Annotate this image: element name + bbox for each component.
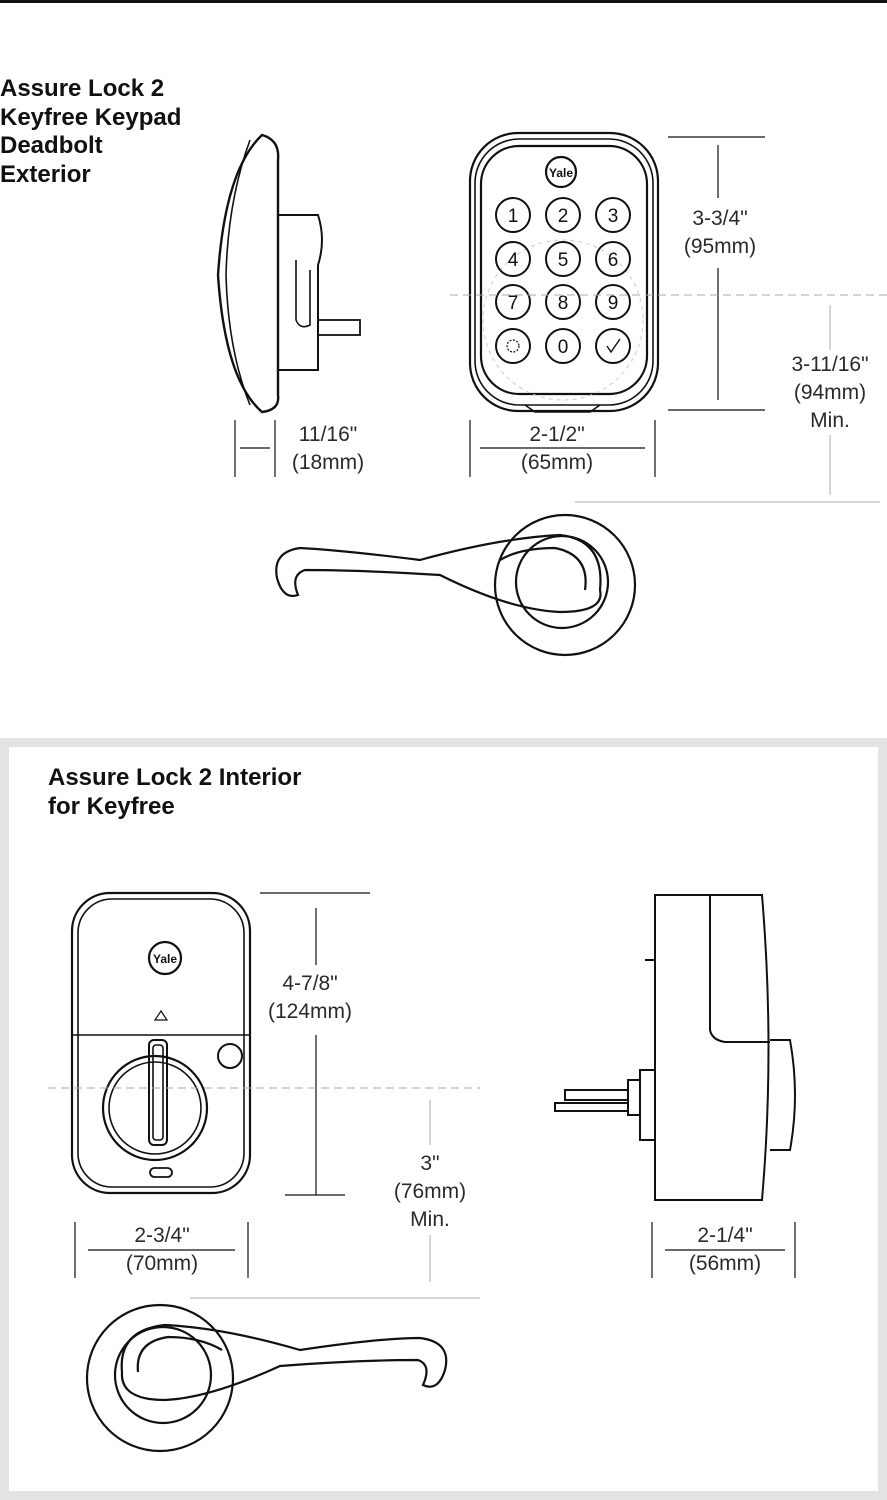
keypad-key-3: 3	[595, 197, 631, 233]
title-line: Exterior	[0, 160, 91, 188]
dim-note: Min.	[410, 1208, 450, 1231]
interior-side-view	[554, 894, 796, 1201]
keypad-key-2: 2	[545, 197, 581, 233]
dim-metric: (18mm)	[291, 451, 365, 474]
ext-width-dim: 2-1/2" (65mm)	[521, 421, 593, 477]
dim-imperial: 4-7/8"	[282, 972, 338, 995]
keypad-key-6: 6	[595, 241, 631, 277]
keypad-key-4: 4	[495, 241, 531, 277]
check-icon	[606, 338, 621, 354]
int-depth-dim: 2-1/4" (56mm)	[689, 1222, 761, 1278]
dim-metric: (95mm)	[683, 235, 757, 258]
interior-front-view: Yale	[70, 891, 252, 1195]
int-width-dim: 2-3/4" (70mm)	[126, 1222, 198, 1278]
key-label: 7	[508, 293, 519, 314]
svg-text:Yale: Yale	[153, 952, 177, 966]
keypad-keys: 1 2 3 4 5 6 7 8 9 0	[495, 197, 631, 364]
gear-icon	[506, 339, 520, 353]
int-height-dim: 4-7/8" (124mm)	[268, 970, 352, 1026]
keypad-key-7: 7	[495, 284, 531, 320]
key-label: 9	[608, 293, 619, 314]
int-min-height-dim: 3" (76mm) Min.	[394, 1150, 466, 1234]
dim-metric: (70mm)	[125, 1252, 199, 1275]
interior-panel-inner	[9, 747, 878, 1491]
dim-imperial: 11/16"	[298, 423, 358, 446]
dim-imperial: 2-3/4"	[134, 1224, 190, 1247]
interior-lever	[85, 1303, 448, 1453]
key-label: 8	[558, 293, 569, 314]
keypad-key-check	[595, 328, 631, 364]
keypad-key-8: 8	[545, 284, 581, 320]
keypad-key-5: 5	[545, 241, 581, 277]
key-label: 4	[508, 250, 519, 271]
dim-metric: (56mm)	[688, 1252, 762, 1275]
dim-imperial: 2-1/2"	[529, 423, 585, 446]
keypad-key-0: 0	[545, 328, 581, 364]
dim-imperial: 3"	[420, 1152, 440, 1175]
exterior-keypad-front: Yale 1 2 3 4 5 6 7 8 9 0	[468, 131, 660, 413]
keypad-key-settings	[495, 328, 531, 364]
exterior-dimension-lines	[234, 136, 887, 503]
dim-imperial: 3-3/4"	[692, 207, 748, 230]
dim-metric: (76mm)	[393, 1180, 467, 1203]
dim-imperial: 2-1/4"	[697, 1224, 753, 1247]
title-line: Deadbolt	[0, 132, 103, 159]
yale-logo: Yale	[544, 155, 578, 189]
dim-metric: (65mm)	[520, 451, 594, 474]
ext-min-height-dim: 3-11/16" (94mm) Min.	[791, 351, 868, 435]
title-line: for Keyfree	[48, 792, 175, 820]
yale-logo: Yale	[147, 940, 183, 976]
interior-title: Assure Lock 2 Interior for Keyfree	[48, 764, 301, 821]
ext-height-dim: 3-3/4" (95mm)	[684, 205, 756, 261]
interior-dimension-lines	[48, 892, 796, 1299]
key-label: 3	[608, 206, 619, 227]
key-label: 2	[558, 206, 569, 227]
ext-depth-dim: 11/16" (18mm)	[292, 421, 364, 477]
key-label: 5	[558, 250, 569, 271]
key-label: 0	[558, 337, 569, 358]
dim-imperial: 3-11/16"	[791, 353, 869, 376]
key-label: 1	[508, 206, 519, 227]
dim-metric: (124mm)	[267, 1000, 353, 1023]
exterior-title: Assure Lock 2 Keyfree Keypad Deadbolt Ex…	[0, 75, 181, 189]
title-line: Assure Lock 2	[0, 75, 165, 102]
exterior-side-view	[216, 133, 361, 414]
keypad-key-9: 9	[595, 284, 631, 320]
svg-text:Yale: Yale	[549, 166, 573, 180]
dim-note: Min.	[810, 409, 850, 432]
dim-metric: (94mm)	[793, 381, 867, 404]
title-line: Keyfree Keypad	[0, 103, 182, 131]
title-line: Assure Lock 2 Interior	[48, 764, 302, 791]
top-rule	[0, 0, 887, 3]
key-label: 6	[608, 250, 619, 271]
keypad-key-1: 1	[495, 197, 531, 233]
exterior-lever	[275, 513, 637, 657]
